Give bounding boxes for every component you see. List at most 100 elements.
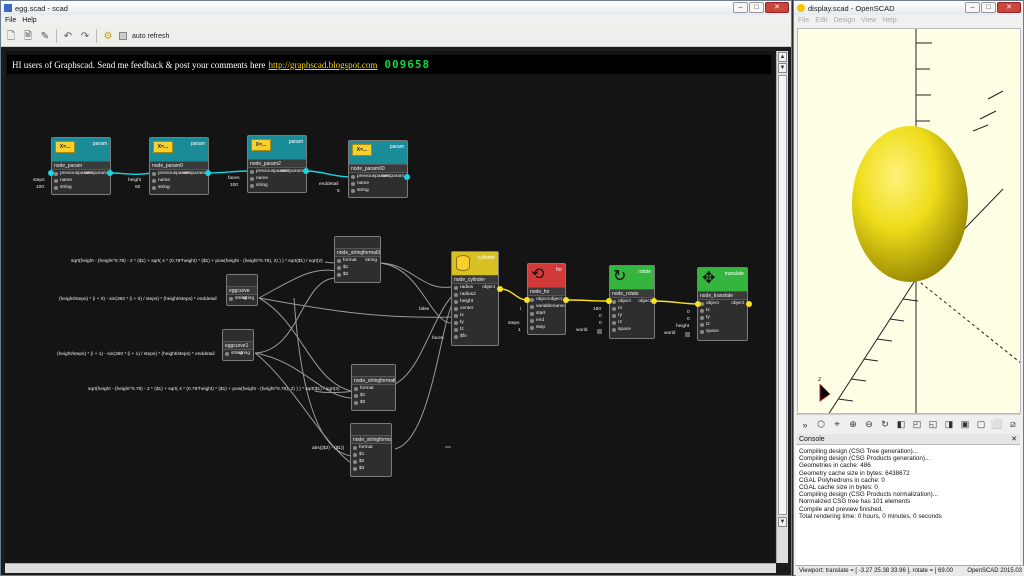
port[interactable]: space <box>610 326 654 333</box>
menu-help[interactable]: Help <box>882 17 897 24</box>
port[interactable]: $3 <box>351 465 391 472</box>
horizontal-scrollbar[interactable] <box>5 563 776 573</box>
connector-dot[interactable] <box>48 170 54 176</box>
edit-icon[interactable]: ✎ <box>40 30 50 42</box>
connector-dot[interactable] <box>746 301 752 307</box>
port[interactable]: $2 <box>335 271 380 278</box>
connector-dot[interactable] <box>606 298 612 304</box>
scroll-bottom-button[interactable]: ▼ <box>778 517 787 527</box>
port[interactable]: $fn <box>452 333 498 340</box>
port[interactable]: format <box>352 385 395 392</box>
menu-edit[interactable]: Edit <box>815 17 828 24</box>
scroll-thumb[interactable] <box>778 75 787 515</box>
port[interactable]: step <box>528 324 565 331</box>
port[interactable]: $1 <box>335 264 380 271</box>
render-icon[interactable]: ⚙ <box>103 30 113 42</box>
new-file-icon[interactable]: 🗋 <box>6 30 16 42</box>
port[interactable]: radius2 <box>452 291 498 298</box>
port[interactable]: tx <box>452 312 498 319</box>
port[interactable]: string <box>150 184 208 191</box>
port[interactable]: $2 <box>352 399 395 406</box>
port[interactable]: ty <box>698 314 747 321</box>
port[interactable]: name <box>349 180 407 187</box>
menu-file[interactable]: File <box>798 17 810 24</box>
perspective-icon[interactable]: ⬜ <box>991 419 1003 429</box>
port[interactable]: tx <box>698 307 747 314</box>
port[interactable]: ry <box>610 312 654 319</box>
port[interactable]: rz <box>610 319 654 326</box>
space-toggle[interactable] <box>685 332 690 337</box>
render-icon[interactable]: ⬡ <box>817 419 825 429</box>
maximize-button[interactable]: □ <box>981 2 996 13</box>
port[interactable]: name <box>150 177 208 184</box>
view-left-icon[interactable]: ◨ <box>944 419 954 429</box>
minimize-button[interactable]: – <box>965 2 980 13</box>
port[interactable]: $2 <box>351 458 391 465</box>
connector-dot[interactable] <box>205 170 211 176</box>
connector-dot[interactable] <box>651 298 657 304</box>
console-output[interactable]: Compiling design (CSG Tree generation)..… <box>796 445 1020 565</box>
menu-help[interactable]: Help <box>22 17 37 24</box>
zoom-out-icon[interactable]: ⊖ <box>865 419 873 429</box>
connector-dot[interactable] <box>563 297 569 303</box>
zoom-all-icon[interactable]: ⌖ <box>834 419 840 429</box>
port[interactable]: ty <box>452 319 498 326</box>
connector-dot[interactable] <box>404 174 410 180</box>
viewport-3d[interactable]: z <box>797 28 1021 414</box>
port[interactable]: height <box>452 298 498 305</box>
banner-link[interactable]: http://graphscad.blogspot.com <box>268 59 378 70</box>
scroll-down-button[interactable]: ▼ <box>778 63 787 73</box>
stringformat-node[interactable]: node_stringformat0 format $1 $2 <box>351 364 396 411</box>
port[interactable]: name <box>52 177 110 184</box>
minimize-button[interactable]: – <box>733 2 748 13</box>
port[interactable]: string <box>349 187 407 194</box>
port[interactable]: $1 <box>351 451 391 458</box>
menu-design[interactable]: Design <box>833 17 856 24</box>
open-file-icon[interactable]: 🗎 <box>23 30 33 42</box>
menu-view[interactable]: View <box>861 17 877 24</box>
port[interactable]: variablename <box>528 303 565 310</box>
connector-dot[interactable] <box>107 170 113 176</box>
close-button[interactable]: ✕ <box>997 2 1021 13</box>
port[interactable]: format <box>351 444 391 451</box>
scroll-up-button[interactable]: ▲ <box>778 52 787 62</box>
port[interactable]: space <box>698 328 747 335</box>
space-toggle[interactable] <box>597 329 602 334</box>
orthogonal-icon[interactable]: ⧄ <box>1010 419 1016 429</box>
port[interactable]: center <box>452 305 498 312</box>
port[interactable]: tz <box>452 326 498 333</box>
graphscad-titlebar[interactable]: egg.scad - scad – □ ✕ <box>1 1 791 15</box>
zoom-in-icon[interactable]: ⊕ <box>849 419 857 429</box>
openscad-titlebar[interactable]: display.scad - OpenSCAD – □ ✕ <box>794 1 1023 15</box>
stringformat-node[interactable]: node_stringformat format $1 $2 $3 <box>350 423 392 477</box>
reset-view-icon[interactable]: ↻ <box>881 419 889 429</box>
console-close-icon[interactable]: ✕ <box>1011 436 1017 443</box>
maximize-button[interactable]: □ <box>749 2 764 13</box>
port[interactable]: string <box>248 182 306 189</box>
view-top-icon[interactable]: ◰ <box>912 419 922 429</box>
port[interactable]: rx <box>610 305 654 312</box>
connector-dot[interactable] <box>497 286 503 292</box>
port[interactable]: $1 <box>352 392 395 399</box>
close-button[interactable]: ✕ <box>765 2 789 13</box>
